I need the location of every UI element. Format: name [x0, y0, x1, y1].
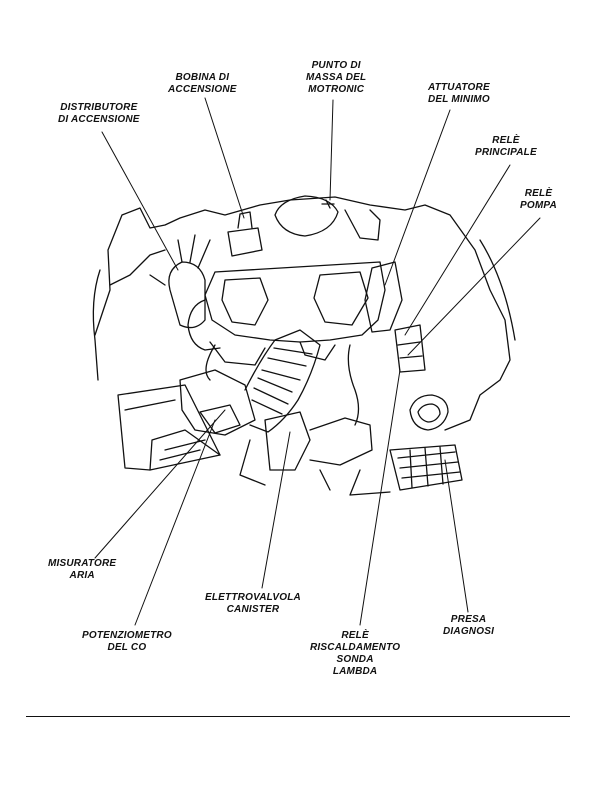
intake-hose — [244, 329, 321, 433]
air-meter-body — [179, 369, 256, 436]
manifold-runner-left — [187, 299, 221, 351]
coil-top — [237, 211, 253, 229]
relay-box — [394, 324, 426, 373]
fender-left — [92, 269, 101, 381]
leader-rele-pompa — [407, 217, 541, 356]
leader-punto-massa — [329, 99, 334, 201]
engine-block-lines — [205, 344, 391, 496]
leader-misuratore — [94, 409, 226, 559]
leader-potenziometro — [134, 419, 216, 626]
battery-ribs — [124, 399, 221, 471]
actuator-hose — [347, 344, 360, 426]
leader-distributore — [101, 131, 179, 271]
canister-valve — [264, 411, 311, 471]
bottom-divider — [26, 716, 570, 717]
ground-screw — [321, 199, 335, 209]
rear-bulkhead — [274, 195, 339, 237]
plenum-top — [204, 261, 386, 343]
battery — [117, 384, 221, 471]
car-body-outline — [94, 196, 511, 431]
idle-actuator — [364, 261, 403, 333]
reservoir-cap — [409, 394, 449, 431]
reservoir-ring — [417, 403, 441, 423]
distributor-wires — [149, 234, 211, 286]
ignition-coil — [227, 227, 263, 257]
diagnosis-block — [389, 444, 463, 491]
leader-presa-diagnosi — [444, 459, 469, 613]
diagnosis-ribs — [397, 446, 461, 489]
leader-attuatore — [384, 109, 451, 286]
plenum-detail — [221, 271, 369, 326]
hose-ribs — [251, 347, 313, 415]
canister-bracket — [309, 417, 373, 466]
leader-elettrovalvola — [261, 431, 291, 589]
distributor-cap — [168, 261, 206, 329]
manifold-runners — [209, 341, 336, 366]
leader-rele-riscaldamento — [359, 369, 401, 626]
leader-bobina — [204, 97, 245, 219]
air-meter-plug — [199, 404, 241, 434]
leader-rele-principale — [404, 164, 511, 336]
bracket-right — [344, 209, 381, 241]
fender-right — [479, 239, 516, 341]
inner-wall-left — [109, 249, 166, 286]
